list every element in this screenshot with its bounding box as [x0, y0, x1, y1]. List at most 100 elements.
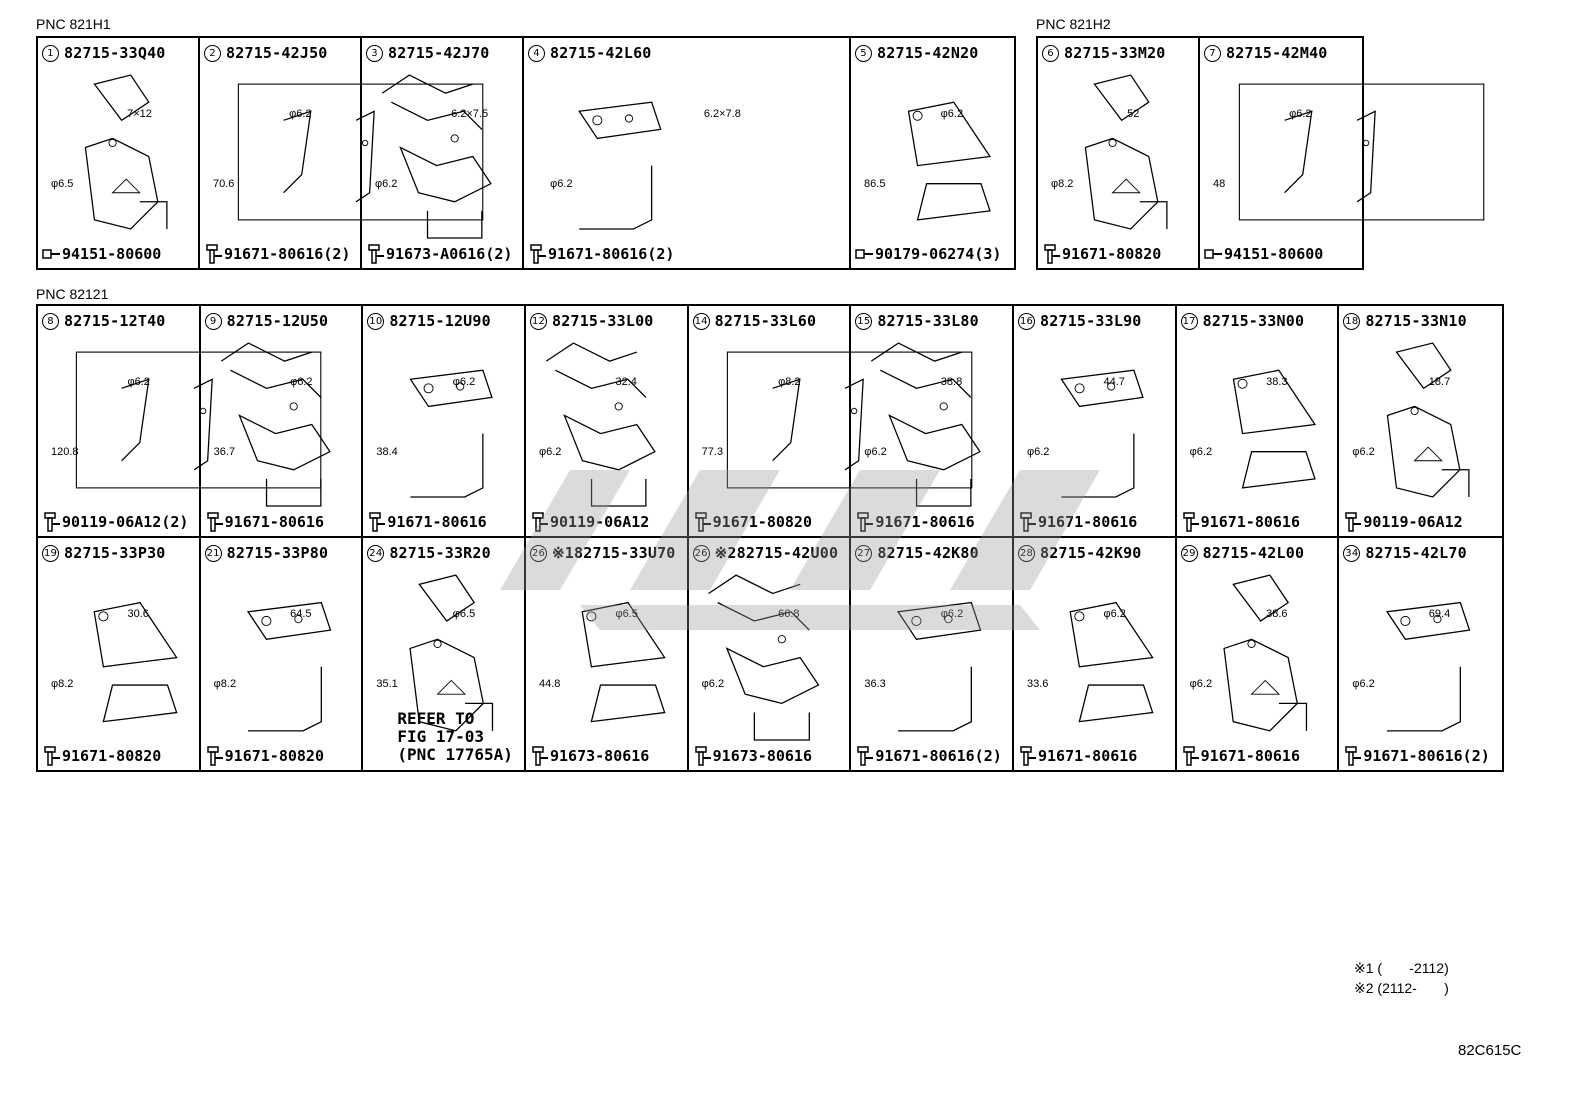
ref-number-badge: 27 — [855, 544, 873, 562]
part-header: 26※282715-42U00 — [692, 544, 839, 562]
ref-number-badge: 24 — [367, 544, 385, 562]
ref-number-badge: 17 — [1180, 312, 1198, 330]
dimension-label: 33.6 — [1027, 678, 1049, 690]
fastener-callout: 91671-80616 — [1181, 746, 1300, 766]
fastener-callout: 91671-80616 — [1018, 746, 1137, 766]
ref-number-badge: 26 — [692, 544, 710, 562]
part-number: ※182715-33U70 — [552, 544, 676, 562]
part-number: 82715-33R20 — [389, 544, 491, 562]
part-number: 82715-33N10 — [1365, 312, 1467, 330]
fastener-callout: 91671-80820 — [693, 512, 812, 532]
dimension-label: φ6.2 — [374, 178, 398, 190]
fastener-callout: 91671-80820 — [205, 746, 324, 766]
part-sketch — [367, 334, 520, 506]
ref-number-badge: 5 — [855, 44, 872, 62]
part-sketch — [1042, 66, 1194, 238]
part-number: 82715-12U90 — [389, 312, 491, 330]
dimension-label: 36.7 — [213, 446, 236, 458]
ref-number-badge: 19 — [42, 544, 59, 562]
bolt-icon — [204, 244, 222, 264]
pnc-label-82121: PNC 82121 — [36, 286, 109, 302]
bolt-icon — [530, 512, 548, 532]
dimension-label: φ6.2 — [452, 376, 476, 388]
pnc-label-821h1: PNC 821H1 — [36, 16, 111, 32]
dimension-label: φ6.2 — [701, 678, 725, 690]
ref-number-badge: 34 — [1343, 544, 1361, 562]
ref-number-badge: 9 — [204, 312, 222, 330]
dimension-label: 44.7 — [1103, 376, 1125, 388]
dimension-label: 32.4 — [615, 376, 637, 388]
nut-icon — [855, 244, 873, 264]
fastener-part-number: 91671-80616(2) — [1363, 747, 1490, 765]
dimension-label: φ6.2 — [1352, 446, 1375, 458]
fastener-part-number: 91671-80820 — [224, 747, 324, 765]
bolt-icon — [855, 512, 874, 532]
part-sketch — [1181, 334, 1334, 506]
dimension-label: φ6.2 — [1289, 108, 1312, 120]
dimension-label: 66.8 — [778, 608, 800, 620]
pnc-label-821h2: PNC 821H2 — [1036, 16, 1111, 32]
fastener-part-number: 91671-80616 — [1038, 747, 1138, 765]
dimension-label: 38.4 — [376, 446, 398, 458]
bolt-icon — [693, 746, 711, 766]
refer-line: (PNC 17765A) — [397, 745, 513, 764]
part-number: 82715-42L70 — [1365, 544, 1467, 562]
bolt-icon — [42, 512, 60, 532]
ref-number-badge: 21 — [204, 544, 222, 562]
ref-number-badge: 2 — [204, 44, 221, 62]
fastener-part-number: 91671-80820 — [712, 513, 812, 531]
dimension-label: φ6.5 — [50, 178, 74, 190]
part-sketch — [205, 566, 358, 740]
fastener-part-number: 90119-06A12(2) — [62, 513, 189, 531]
fastener-part-number: 90119-06A12 — [550, 513, 650, 531]
dimension-label: 38.3 — [1266, 376, 1288, 388]
fastener-callout: 91671-80616 — [855, 512, 975, 532]
bolt-icon — [1018, 512, 1036, 532]
fastener-part-number: 91671-80820 — [1062, 245, 1162, 263]
ref-number-badge: 3 — [366, 44, 383, 62]
part-sketch — [205, 334, 358, 507]
part-sketch — [366, 66, 518, 239]
bolt-icon — [205, 746, 223, 766]
ref-number-badge: 29 — [1180, 544, 1198, 562]
dimension-label: φ6.2 — [1189, 678, 1213, 690]
fastener-callout: 91671-80616(2) — [528, 244, 674, 264]
dimension-label: φ6.2 — [1027, 446, 1050, 458]
